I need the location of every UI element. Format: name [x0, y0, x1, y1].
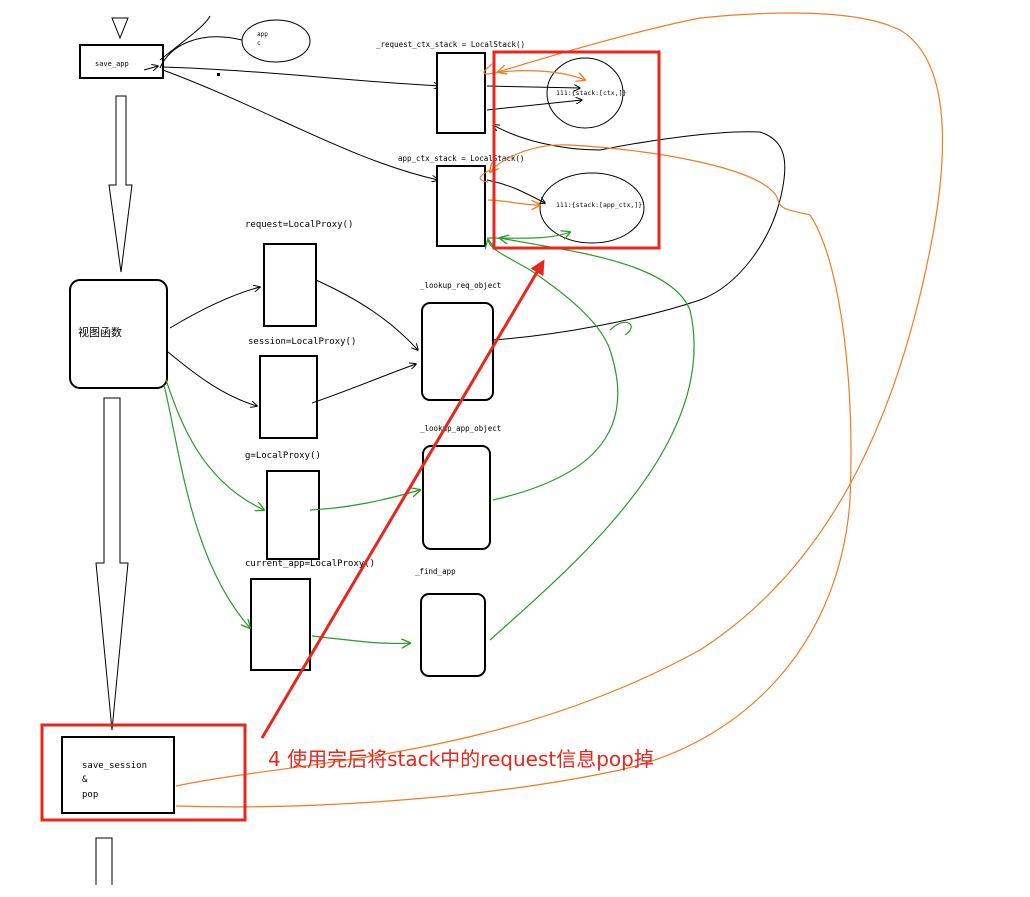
orange-inner-request-1 — [487, 70, 585, 80]
save-session-to-request-orange-loop — [175, 12, 944, 787]
save-app-to-app-curve — [159, 36, 243, 69]
request-ctx-stack-box — [436, 52, 486, 134]
request-proxy-label: request=LocalProxy() — [245, 220, 353, 230]
session-proxy-label: session=LocalProxy() — [248, 337, 356, 347]
view-function-box — [69, 279, 168, 389]
app-ellipse-label: app — [257, 31, 268, 38]
request-stack-ellipse — [546, 57, 624, 129]
top-arrow-head — [111, 17, 129, 40]
green-stack-arrow — [486, 232, 570, 238]
save-session-line-2: & — [82, 775, 88, 785]
orange-loop-request-end — [498, 17, 701, 72]
current-app-to-find-app-green-arrow — [311, 635, 410, 643]
lookup-req-object-label: _lookup_req_object — [420, 281, 501, 290]
view-to-g-green-arrow — [165, 379, 264, 510]
lookup-app-object-label: _lookup_app_object — [420, 424, 501, 433]
current-app-proxy-box — [250, 578, 311, 671]
request-stack-to-ellipse-2 — [486, 100, 582, 111]
save-app-to-app-stack — [162, 69, 438, 180]
app-ellipse — [241, 19, 311, 63]
g-proxy-box — [266, 470, 320, 560]
find-app-label: _find_app — [415, 567, 456, 576]
lookup-app-object-box — [422, 445, 491, 550]
session-to-lookup-req-arrow — [311, 364, 416, 404]
request-ctx-stack-label: _request_ctx_stack = LocalStack() — [376, 40, 525, 49]
save-app-to-request-stack — [162, 66, 440, 86]
orange-inner-app-2 — [479, 169, 491, 183]
save-session-to-app-orange-loop — [175, 144, 852, 808]
current-app-proxy-label: current_app=LocalProxy() — [245, 559, 375, 569]
hollow-arrow-1 — [108, 95, 133, 273]
request-to-lookup-req-arrow — [315, 279, 418, 350]
save-session-line-1: save_session — [82, 761, 147, 771]
request-stack-content: 111:{stack:[ctx,]} — [556, 89, 627, 97]
green-loop-knot — [609, 321, 632, 336]
find-app-to-app-stack-green-loop — [489, 238, 695, 641]
save-app-to-app-curve-2 — [159, 15, 211, 61]
g-to-lookup-app-green-arrow — [309, 490, 420, 511]
find-app-box — [420, 593, 486, 677]
view-to-current-app-green-arrow — [163, 384, 250, 628]
lookup-req-to-request-stack-loop — [493, 125, 786, 341]
g-proxy-label: g=LocalProxy() — [245, 451, 321, 461]
view-to-request-arrow — [169, 287, 260, 329]
view-function-label: 视图函数 — [78, 325, 122, 339]
save-app-box — [79, 44, 164, 79]
save-session-line-3: pop — [82, 790, 98, 800]
bottom-stub-arrow — [95, 837, 113, 885]
save-session-box — [61, 736, 175, 814]
save-app-local-tick — [143, 66, 158, 70]
app-ctx-stack-box — [436, 165, 486, 247]
dot-mark — [217, 73, 220, 76]
view-to-session-arrow — [167, 351, 257, 406]
orange-inner-request-2 — [483, 63, 493, 75]
hollow-arrow-2 — [95, 397, 129, 731]
orange-inner-app-1 — [487, 199, 540, 205]
app-stack-to-ellipse — [486, 179, 545, 203]
save-app-label: save_app — [95, 60, 129, 68]
lookup-req-object-box — [421, 302, 494, 401]
app-ctx-stack-label: app_ctx_stack = LocalStack() — [398, 154, 524, 163]
pop-annotation: 4 使用完后将stack中的request信息pop掉 — [268, 747, 654, 771]
lookup-app-to-app-stack-green-loop — [488, 240, 619, 501]
red-pop-arrow — [260, 259, 545, 739]
request-proxy-box — [263, 243, 317, 327]
stack-highlight-box — [492, 50, 661, 250]
app-stack-content: 111:{stack:[app_ctx,]} — [556, 201, 642, 209]
save-session-highlight-box — [40, 723, 247, 822]
request-stack-to-ellipse — [486, 86, 580, 88]
app-ellipse-mark: c — [257, 40, 261, 47]
session-proxy-box — [259, 355, 318, 439]
